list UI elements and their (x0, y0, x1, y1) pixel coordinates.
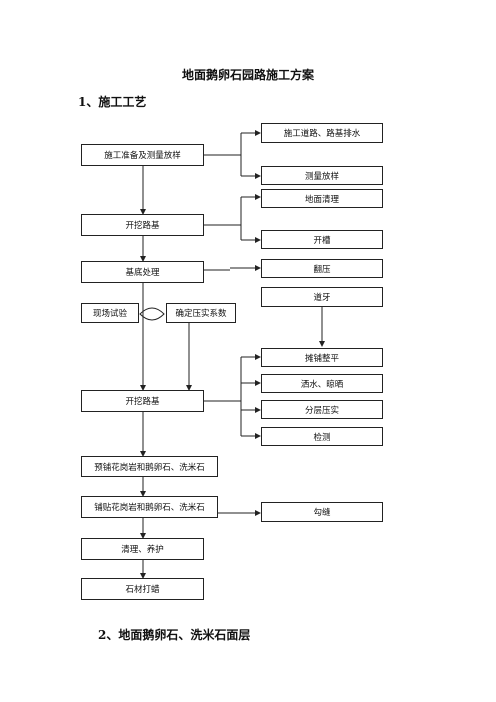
section-heading-process: 1、施工工艺 (78, 95, 147, 109)
step-stone-waxing: 石材打蜡 (81, 578, 204, 600)
side-surveying: 测量放样 (261, 166, 383, 185)
side-turnover-compaction: 翻压 (261, 259, 383, 278)
side-spreading-leveling: 摊铺整平 (261, 348, 383, 367)
side-ground-clearing: 地面清理 (261, 189, 383, 208)
step-pre-lay-stones: 预铺花岗岩和鹅卵石、洗米石 (81, 456, 218, 477)
side-layered-compaction: 分层压实 (261, 400, 383, 419)
step-lay-stones: 铺贴花岗岩和鹅卵石、洗米石 (81, 496, 218, 518)
side-trenching: 开槽 (261, 230, 383, 249)
section-heading-surface: 2、地面鹅卵石、洗米石面层 (98, 628, 251, 642)
step-compaction-coefficient: 确定压实系数 (166, 303, 236, 323)
side-watering-drying: 洒水、晾晒 (261, 374, 383, 393)
step-field-test: 现场试验 (81, 303, 139, 323)
side-inspection: 检测 (261, 427, 383, 446)
side-drainage: 施工道路、路基排水 (261, 123, 383, 143)
step-base-treatment: 基底处理 (81, 261, 204, 283)
side-pointing: 勾缝 (261, 502, 383, 522)
step-excavate-subgrade-2: 开挖路基 (81, 390, 204, 412)
document-title: 地面鹅卵石园路施工方案 (181, 68, 314, 82)
side-curb: 道牙 (261, 287, 383, 307)
step-excavate-subgrade: 开挖路基 (81, 214, 204, 236)
step-preparation-surveying: 施工准备及测量放样 (81, 144, 204, 166)
step-cleaning-curing: 清理、养护 (81, 538, 204, 560)
